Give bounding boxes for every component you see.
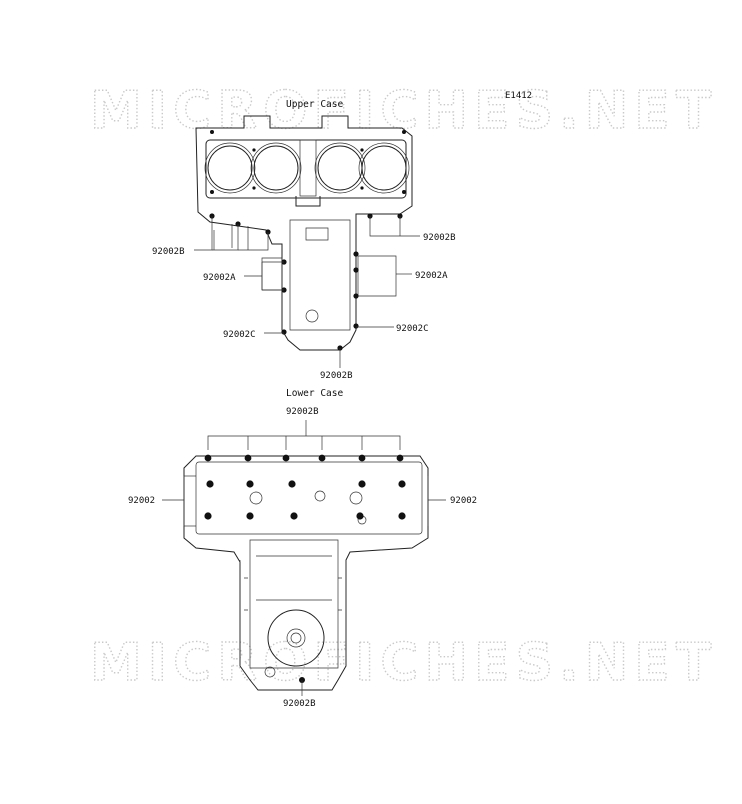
lower-case-title: Lower Case [286, 388, 343, 399]
watermark-top: MICROFICHES.NET [90, 81, 717, 141]
diagram-code: E1412 [505, 91, 532, 101]
callout-lower-left: 92002 [128, 496, 155, 506]
callout-upper-a-right: 92002A [415, 271, 448, 281]
callout-upper-c-left: 92002C [223, 330, 256, 340]
callout-lower-b-top: 92002B [286, 407, 319, 417]
callout-upper-b-right: 92002B [423, 233, 456, 243]
callout-lower-right: 92002 [450, 496, 477, 506]
callout-upper-b-bottom: 92002B [320, 371, 353, 381]
upper-case-title: Upper Case [286, 99, 343, 110]
upper-case-drawing [195, 115, 413, 351]
callout-lower-b-bottom: 92002B [283, 699, 316, 709]
callout-upper-b-left: 92002B [152, 247, 185, 257]
lower-case-bolts [204, 454, 406, 683]
callout-upper-c-right: 92002C [396, 324, 429, 334]
lower-case-drawing [183, 420, 429, 691]
lower-leader-lines [162, 475, 446, 696]
upper-leader-lines [194, 216, 420, 368]
callout-upper-a-left: 92002A [203, 273, 236, 283]
watermark-bottom: MICROFICHES.NET [90, 633, 717, 693]
